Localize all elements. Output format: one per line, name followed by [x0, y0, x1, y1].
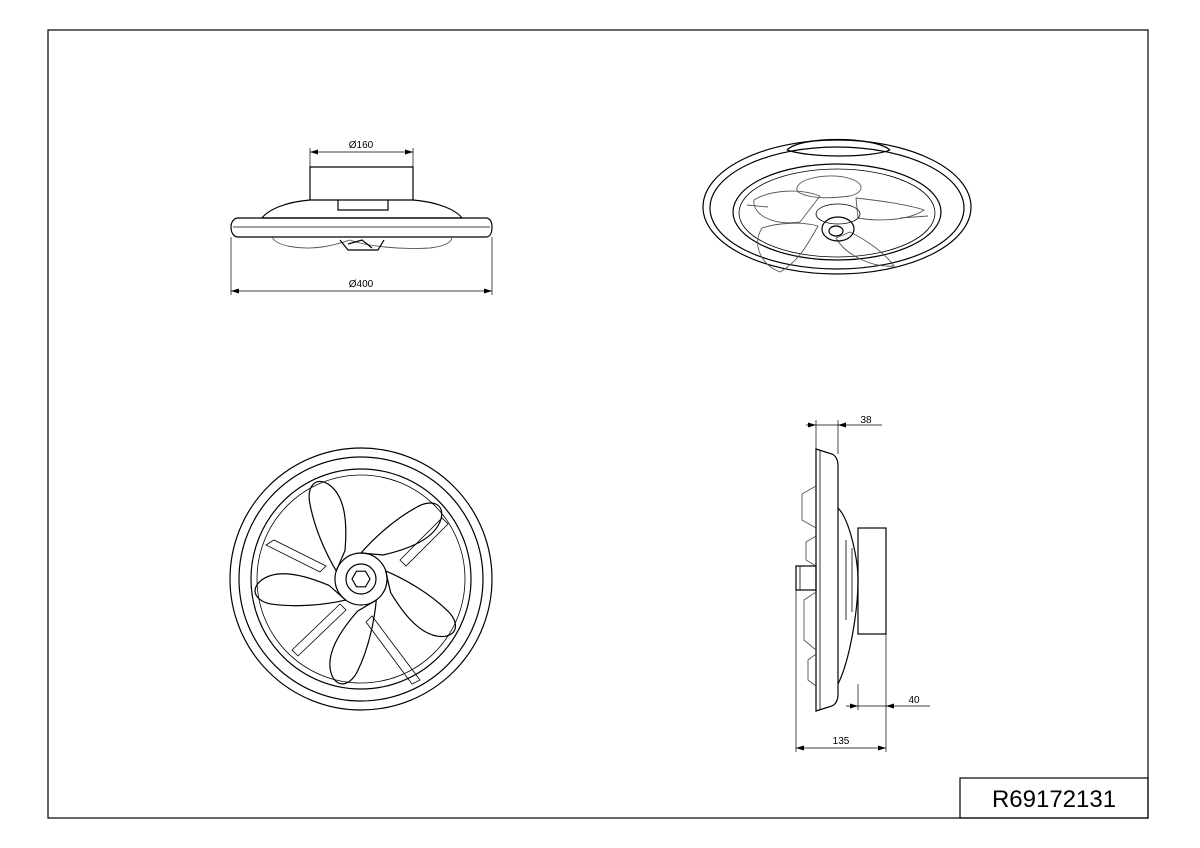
dim-hub-diameter: Ø160	[349, 140, 374, 151]
isometric-view	[702, 138, 972, 275]
dim-canopy-depth: 40	[908, 695, 920, 706]
title-block: R69172131	[959, 777, 1149, 819]
dim-overall-diameter: Ø400	[349, 279, 374, 290]
dim-overall-height: 135	[833, 736, 850, 747]
part-number: R69172131	[992, 786, 1116, 813]
profile-view: 38 40 135	[795, 415, 930, 752]
side-view: Ø160 Ø400	[230, 140, 493, 295]
bottom-view	[229, 447, 493, 711]
dim-ring-thickness: 38	[860, 415, 872, 426]
drawing-frame	[47, 29, 1149, 819]
